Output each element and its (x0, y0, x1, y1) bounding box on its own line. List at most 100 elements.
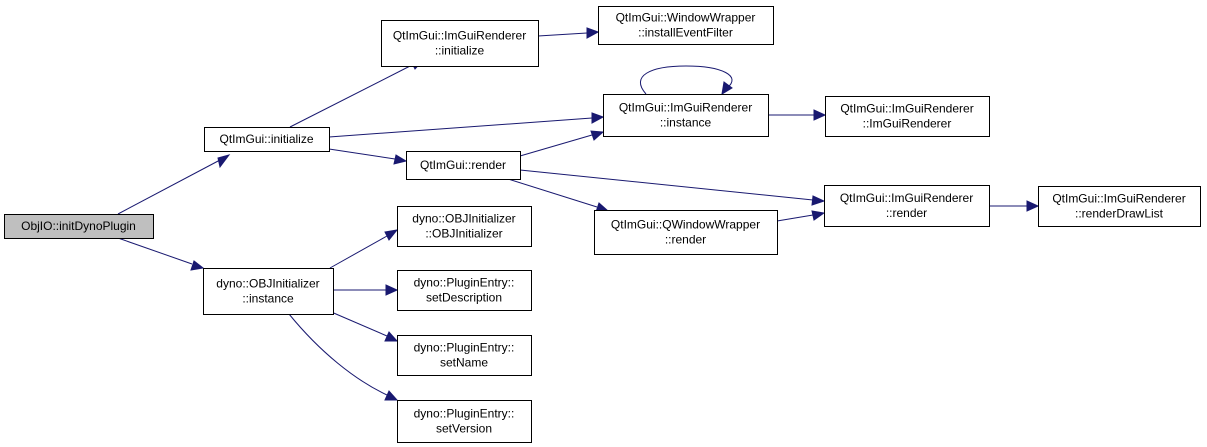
node-n14[interactable]: dyno::PluginEntry::setVersion (397, 400, 532, 443)
nodes-layer: ObjIO::initDynoPlugin QtImGui::initialize… (4, 6, 1201, 443)
edge-line (288, 313, 388, 396)
node-label-line: ::ImGuiRenderer (863, 117, 952, 131)
node-box[interactable] (397, 270, 532, 311)
edge-n2-n3 (537, 27, 600, 39)
arrowhead-icon (811, 210, 826, 221)
node-label-line: ::instance (660, 116, 712, 130)
node-n8[interactable]: QtImGui::ImGuiRenderer::renderDrawList (1038, 186, 1201, 227)
node-label-line: dyno::PluginEntry:: (414, 276, 515, 290)
arrowhead-icon (1026, 200, 1040, 212)
node-label-line: dyno::PluginEntry:: (414, 407, 515, 421)
arrowhead-icon (586, 27, 600, 39)
node-label-line: QtImGui::ImGuiRenderer (1052, 192, 1185, 206)
edge-n10-n11 (329, 229, 399, 269)
arrowhead-icon (217, 154, 231, 169)
arrowhead-icon (591, 112, 605, 124)
node-box[interactable] (204, 127, 330, 152)
edge-n10-n14 (288, 313, 399, 401)
edge-line (519, 134, 593, 157)
node-box[interactable] (381, 20, 539, 67)
edge-n6-n9 (507, 178, 610, 213)
node-n1[interactable]: QtImGui::initialize (204, 127, 330, 152)
node-box[interactable] (406, 151, 521, 180)
node-n12[interactable]: dyno::PluginEntry::setDescription (397, 270, 532, 311)
node-box[interactable] (1038, 186, 1201, 227)
edge-n1-n6 (328, 148, 408, 165)
edge-n6-n7 (519, 169, 826, 206)
node-label-line: ::renderDrawList (1075, 207, 1164, 221)
node-label-line: QtImGui::WindowWrapper (616, 11, 756, 25)
node-label-line: ::installEventFilter (638, 26, 733, 40)
arrowhead-icon (811, 195, 826, 206)
edge-n1-n2 (289, 58, 426, 128)
node-label-line: ::instance (242, 292, 294, 306)
node-label-line: dyno::OBJInitializer (412, 212, 515, 226)
arrowhead-icon (190, 260, 205, 271)
arrowhead-icon (590, 130, 605, 141)
node-box[interactable] (824, 185, 990, 227)
node-label-line: dyno::PluginEntry:: (414, 341, 515, 355)
node-n3[interactable]: QtImGui::WindowWrapper::installEventFilt… (598, 6, 774, 45)
node-label-line: QtImGui::ImGuiRenderer (840, 102, 973, 116)
edge-n1-n4 (328, 112, 605, 138)
node-label-line: QtImGui::initialize (219, 132, 313, 146)
edge-n10-n13 (328, 310, 399, 342)
node-label-line: setDescription (426, 291, 502, 305)
edge-n0-n10 (117, 237, 205, 271)
node-box[interactable] (598, 6, 774, 45)
edge-line (640, 65, 733, 95)
node-n6[interactable]: QtImGui::render (406, 151, 521, 180)
edge-line (537, 32, 588, 37)
node-label-line: ::OBJInitializer (425, 227, 502, 241)
edge-line (329, 235, 388, 269)
node-n5[interactable]: QtImGui::ImGuiRenderer::ImGuiRenderer (825, 96, 990, 137)
arrowhead-icon (384, 390, 399, 401)
node-n13[interactable]: dyno::PluginEntry::setName (397, 335, 532, 376)
node-box[interactable] (603, 94, 769, 137)
edge-n10-n12 (333, 284, 399, 296)
root-node-box[interactable] (4, 214, 154, 239)
edge-n9-n7 (776, 210, 826, 222)
node-label-line: ::initialize (435, 44, 485, 58)
node-label-line: ::render (886, 206, 927, 220)
node-label-line: QtImGui::render (420, 158, 506, 172)
node-n0[interactable]: ObjIO::initDynoPlugin (4, 214, 154, 239)
node-label-line: ObjIO::initDynoPlugin (21, 219, 136, 233)
node-box[interactable] (594, 210, 778, 255)
edge-line (328, 148, 396, 160)
node-label-line: QtImGui::ImGuiRenderer (393, 29, 526, 43)
edge-line (117, 237, 193, 265)
edges-layer (117, 27, 1040, 401)
arrowhead-icon (721, 81, 733, 95)
node-label-line: setName (440, 356, 488, 370)
edge-line (776, 214, 814, 222)
node-n10[interactable]: dyno::OBJInitializer::instance (203, 268, 334, 315)
node-n7[interactable]: QtImGui::ImGuiRenderer::render (824, 185, 990, 227)
edge-n0-n1 (117, 154, 231, 215)
node-n9[interactable]: QtImGui::QWindowWrapper::render (594, 210, 778, 255)
edge-line (328, 117, 593, 138)
node-label-line: QtImGui::ImGuiRenderer (840, 191, 973, 205)
node-box[interactable] (825, 96, 990, 137)
node-label-line: QtImGui::QWindowWrapper (611, 218, 760, 232)
edge-n4-n5 (768, 109, 827, 121)
node-box[interactable] (397, 335, 532, 376)
node-label-line: QtImGui::ImGuiRenderer (619, 101, 752, 115)
node-n4[interactable]: QtImGui::ImGuiRenderer::instance (603, 94, 769, 137)
edge-line (519, 169, 814, 201)
node-box[interactable] (397, 400, 532, 443)
node-box[interactable] (203, 268, 334, 315)
edge-n6-n4 (519, 130, 605, 157)
arrowhead-icon (393, 154, 408, 165)
node-label-line: setVersion (436, 422, 492, 436)
arrowhead-icon (384, 229, 399, 241)
node-n11[interactable]: dyno::OBJInitializer::OBJInitializer (397, 206, 532, 247)
edge-n7-n8 (989, 200, 1040, 212)
edge-line (117, 159, 221, 215)
arrowhead-icon (385, 284, 399, 296)
edge-line (289, 63, 415, 128)
node-label-line: dyno::OBJInitializer (216, 277, 319, 291)
node-n2[interactable]: QtImGui::ImGuiRenderer::initialize (381, 20, 539, 67)
node-box[interactable] (397, 206, 532, 247)
